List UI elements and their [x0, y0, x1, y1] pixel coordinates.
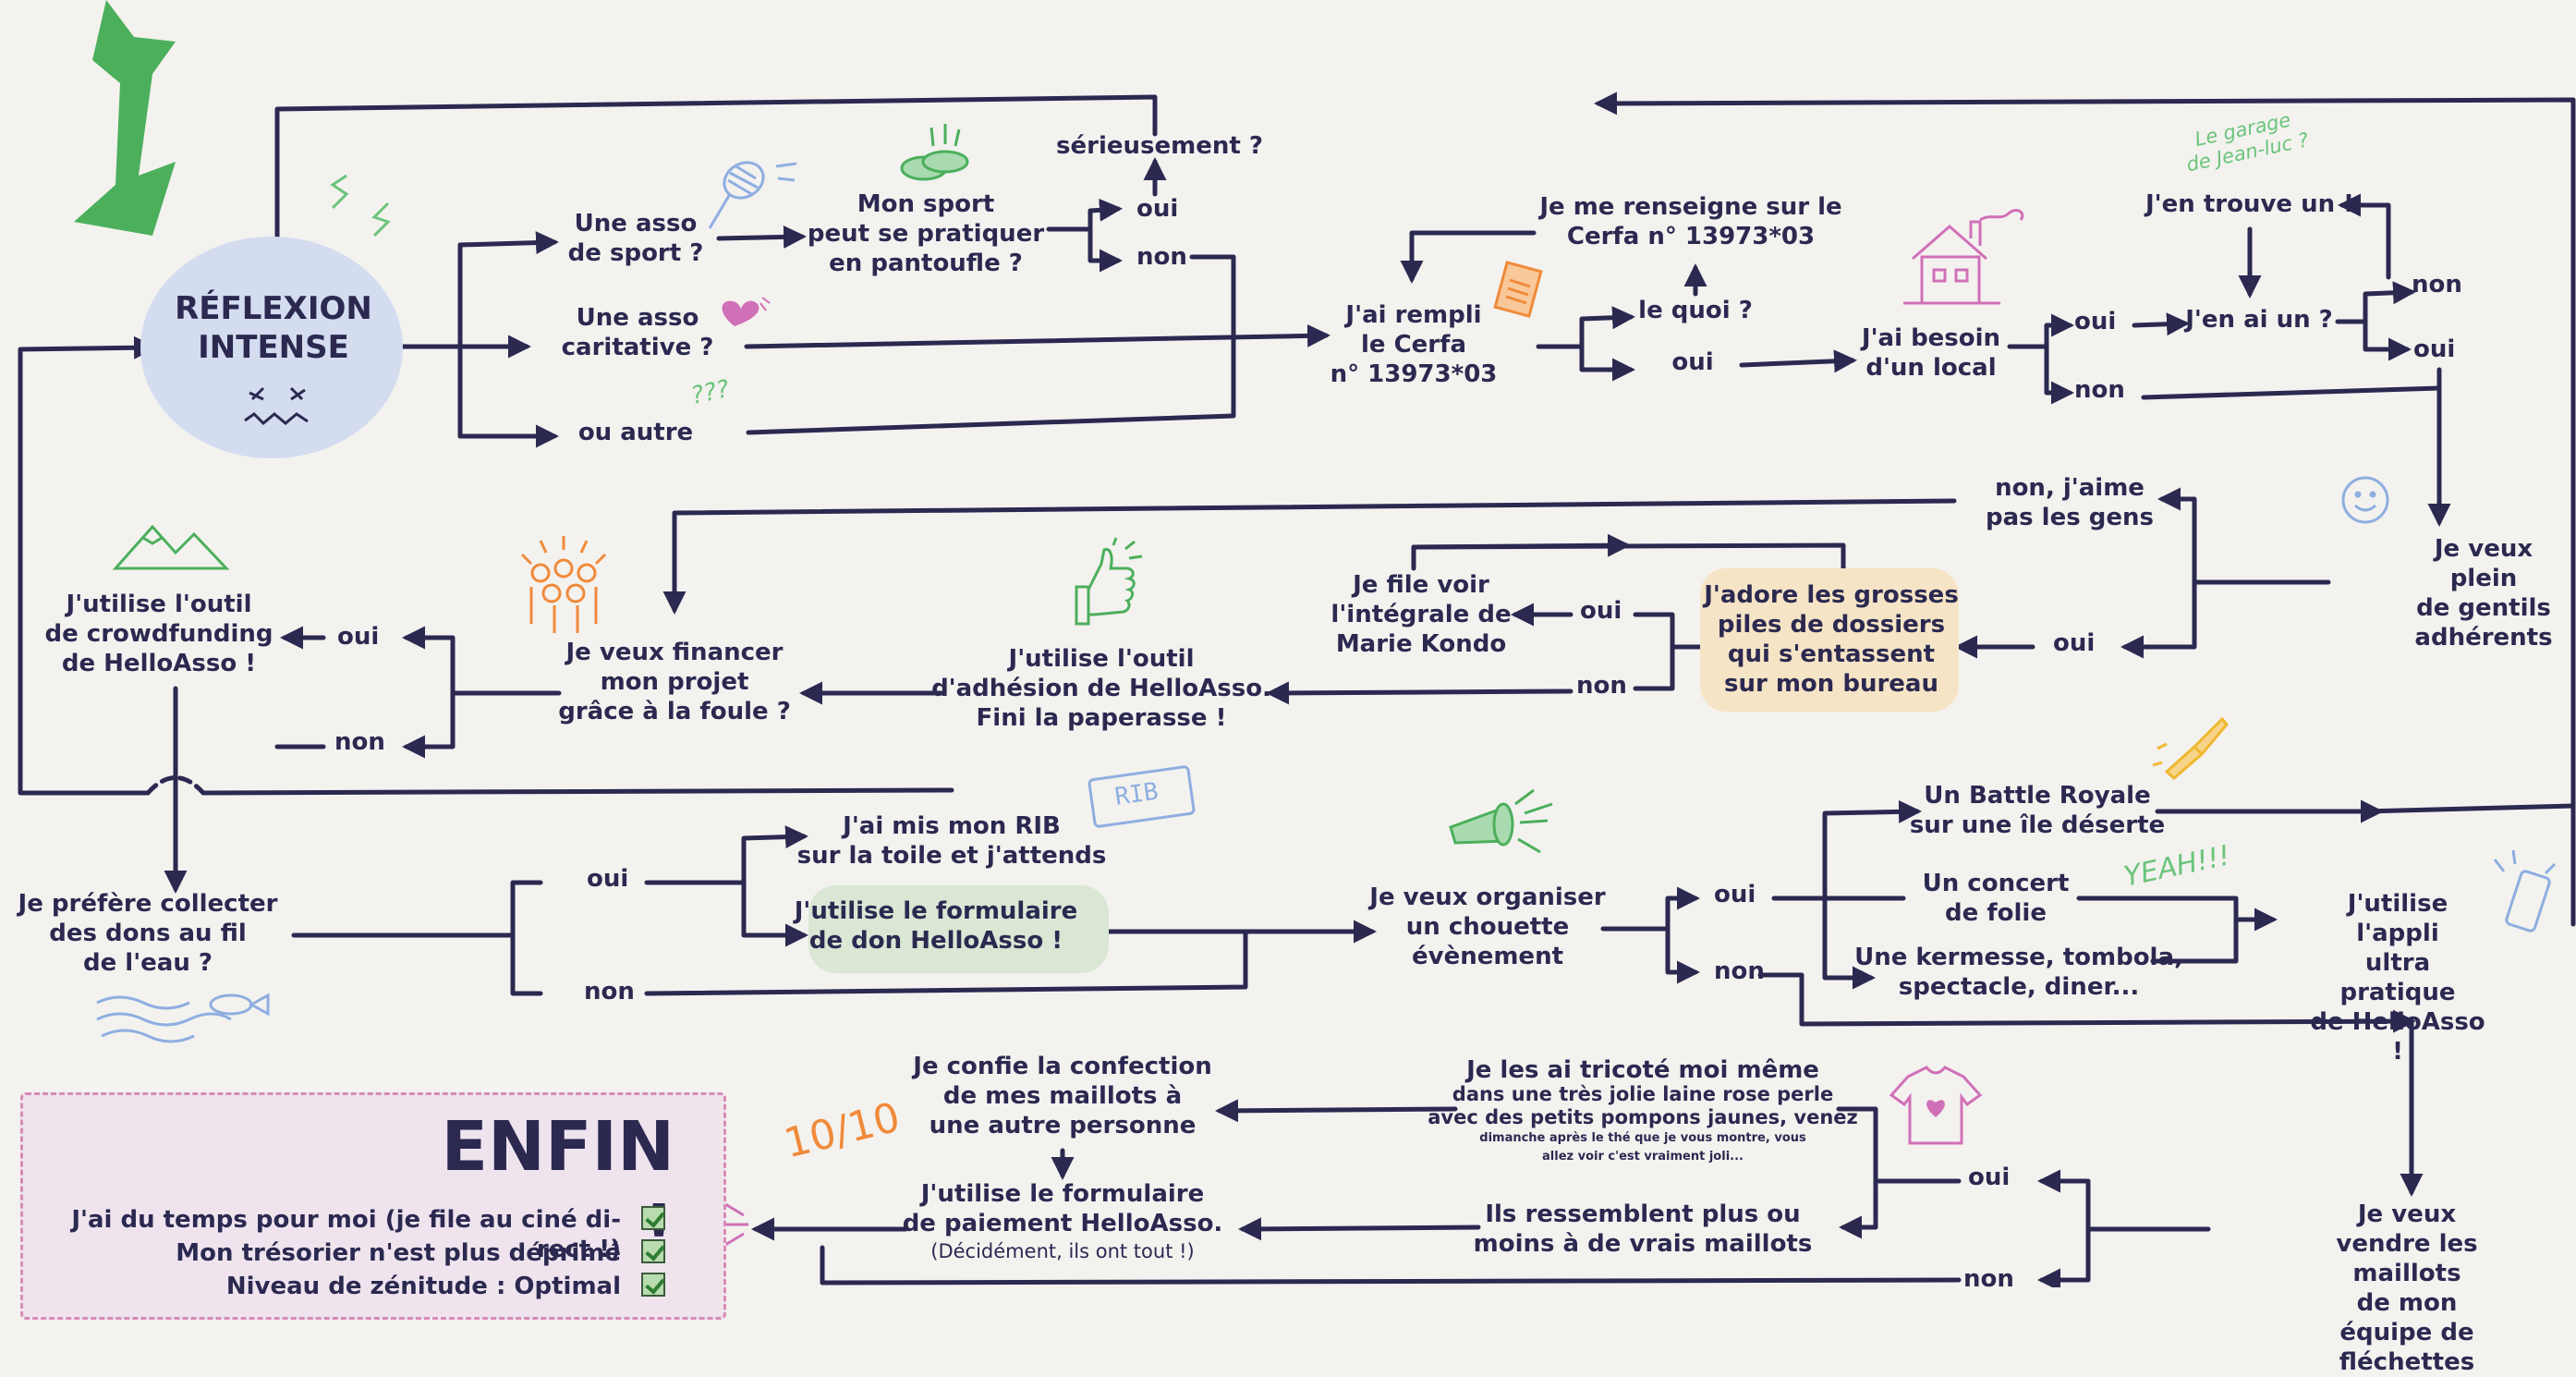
node-tricote-sub: dans une très jolie laine rose perle ave…	[1428, 1083, 1858, 1128]
node-grosses-piles: J'adore les grosses piles de dossiers qu…	[1704, 581, 1959, 698]
node-non-4: non	[2412, 271, 2462, 299]
node-kermesse: Une kermesse, tombola, spectacle, diner.…	[1854, 944, 2183, 1001]
heart-icon	[722, 297, 771, 326]
node-une-asso-sport: Une asso de sport ?	[567, 210, 704, 267]
node-crowdfunding: J'utilise l'outil de crowdfunding de Hel…	[44, 591, 273, 677]
node-je-me-renseigne: Je me renseigne sur le Cerfa n° 13973*03	[1539, 193, 1842, 250]
node-non-6: non	[1576, 672, 1627, 700]
node-non-10: non	[1963, 1265, 2014, 1293]
green-arrow-icon	[74, 0, 176, 236]
node-organiser-evenement: Je veux organiser un chouette évènement	[1369, 883, 1606, 970]
node-battle-royale: Un Battle Royale sur une île déserte	[1909, 782, 2166, 839]
node-jai-rempli: J'ai rempli le Cerfa n° 13973*03	[1330, 301, 1498, 388]
checkbox-checked-icon	[641, 1239, 665, 1263]
rib-label: RIB	[1112, 777, 1160, 811]
node-oui-1: oui	[1136, 195, 1179, 223]
node-oui-2: oui	[1671, 348, 1714, 376]
slippers-icon	[900, 124, 969, 181]
document-icon	[1493, 261, 1543, 318]
node-oui-10: oui	[1968, 1164, 2011, 1191]
node-plein-adherents: Je veux plein de gentils adhérents	[2414, 535, 2553, 652]
node-mon-sport: Mon sport peut se pratiquer en pantoufle…	[807, 190, 1045, 277]
enfin-title: ENFIN !	[441, 1107, 675, 1270]
house-icon	[1903, 209, 2024, 305]
node-mis-rib: J'ai mis mon RIB sur la toile et j'atten…	[796, 812, 1107, 870]
node-jen-trouve: J'en trouve un !	[2145, 190, 2355, 218]
node-collecter-dons: Je préfère collecter des dons au fil de …	[18, 890, 278, 977]
checkbox-checked-icon	[641, 1206, 665, 1230]
highlight-grosses-piles	[1700, 568, 1959, 712]
mountain-icon	[112, 524, 230, 570]
node-je-file-voir: Je file voir l'intégrale de Marie Kondo	[1331, 571, 1512, 658]
tennis-racket-icon	[708, 161, 797, 229]
node-oui-5: oui	[2053, 629, 2096, 657]
node-oui-3: oui	[2074, 308, 2117, 335]
megaphone-icon	[1449, 788, 1553, 854]
node-le-quoi: le quoi ?	[1638, 297, 1753, 324]
node-concert: Un concert de folie	[1922, 870, 2070, 927]
node-financer-projet: Je veux financer mon projet grâce à la f…	[558, 639, 791, 725]
node-jen-ai-un: J'en ai un ?	[2185, 306, 2333, 334]
node-non-8: non	[584, 978, 635, 1005]
node-tricote: Je les ai tricoté moi même	[1466, 1056, 1819, 1084]
crowd-icon	[520, 536, 607, 633]
node-une-asso-caritative: Une asso caritative ?	[561, 304, 714, 361]
fish-icon	[96, 993, 270, 1043]
node-confie: Je confie la confection de mes maillots …	[913, 1053, 1212, 1139]
enfin-box	[20, 1092, 726, 1320]
node-oui-7: oui	[337, 623, 380, 651]
node-non-1: non	[1136, 243, 1187, 271]
knife-icon	[2152, 716, 2229, 780]
node-decidement: (Décidément, ils ont tout !)	[930, 1240, 1195, 1262]
node-appli: J'utilise l'appli ultra pratique de Hell…	[2310, 890, 2485, 1066]
thumbs-up-icon	[1075, 537, 1143, 626]
node-serieusement: sérieusement ?	[1056, 132, 1263, 160]
node-non-9: non	[1714, 957, 1765, 985]
smiley-icon	[2341, 476, 2389, 524]
node-formulaire-don: J'utilise le formulaire de don HelloAsso…	[794, 897, 1078, 955]
node-vendre-maillots: Je veux vendre les maillots de mon équip…	[2336, 1200, 2478, 1376]
node-non-7: non	[334, 728, 385, 756]
node-oui-6: oui	[1580, 597, 1622, 625]
tshirt-icon	[1889, 1066, 1983, 1145]
node-oui-4: oui	[2413, 335, 2456, 363]
flow-connectors	[18, 91, 2576, 1287]
checkbox-checked-icon	[641, 1273, 665, 1297]
start-label: RÉFLEXION INTENSE	[175, 290, 372, 366]
node-oui-8: oui	[587, 865, 629, 893]
enfin-item: Niveau de zénitude : Optimal	[225, 1273, 621, 1300]
strained-face-icon	[244, 386, 309, 426]
highlight-formulaire-don	[808, 885, 1109, 973]
node-non-jaime: non, j'aime pas les gens	[1986, 474, 2154, 531]
node-oui-9: oui	[1714, 881, 1756, 908]
node-ressemblent: Ils ressemblent plus ou moins à de vrais…	[1473, 1200, 1813, 1258]
node-besoin-local: J'ai besoin d'un local	[1861, 324, 2001, 382]
enfin-item: J'ai du temps pour moi (je file au ciné …	[71, 1206, 621, 1263]
squiggle-icon	[330, 174, 391, 238]
node-outil-adhesion: J'utilise l'outil d'adhésion de HelloAss…	[931, 645, 1271, 732]
node-formulaire-paiement: J'utilise le formulaire de paiement Hell…	[902, 1180, 1223, 1237]
node-tricote-tiny: dimanche après le thé que je vous montre…	[1479, 1131, 1806, 1164]
node-ou-autre: ou autre	[577, 419, 694, 446]
enfin-item: Mon trésorier n'est plus déprimé	[176, 1239, 621, 1267]
start-bubble	[140, 237, 403, 458]
phone-icon	[2493, 849, 2557, 932]
node-non-3: non	[2074, 376, 2125, 404]
